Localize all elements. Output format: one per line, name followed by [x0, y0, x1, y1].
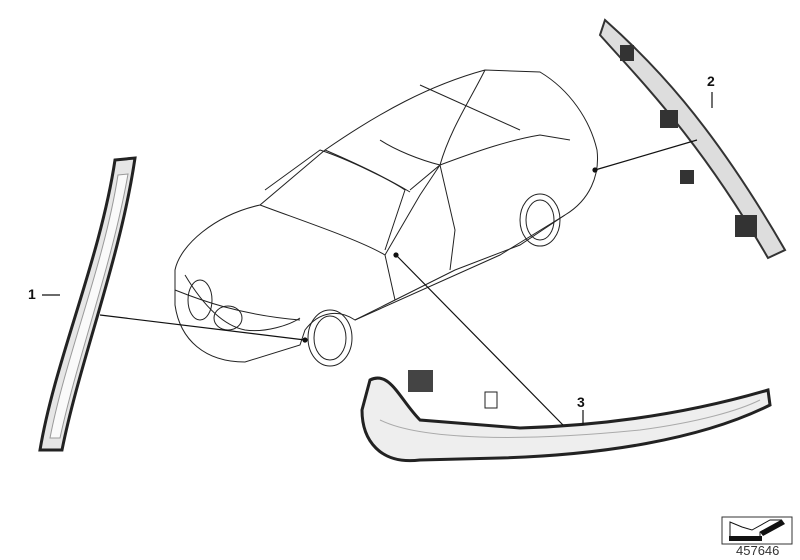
car-outline [174, 69, 599, 367]
diagram-reference-number: 457646 [736, 543, 780, 558]
part-1-side-strip [38, 156, 137, 452]
part-2-rear-strip [598, 18, 787, 260]
leader-lines [42, 92, 713, 426]
part-3-mirror-signal [360, 370, 772, 463]
callout-1[interactable]: 1 [28, 286, 36, 302]
arrow-down-left-icon [721, 516, 793, 545]
callout-2[interactable]: 2 [707, 73, 715, 89]
callout-3[interactable]: 3 [577, 394, 585, 410]
